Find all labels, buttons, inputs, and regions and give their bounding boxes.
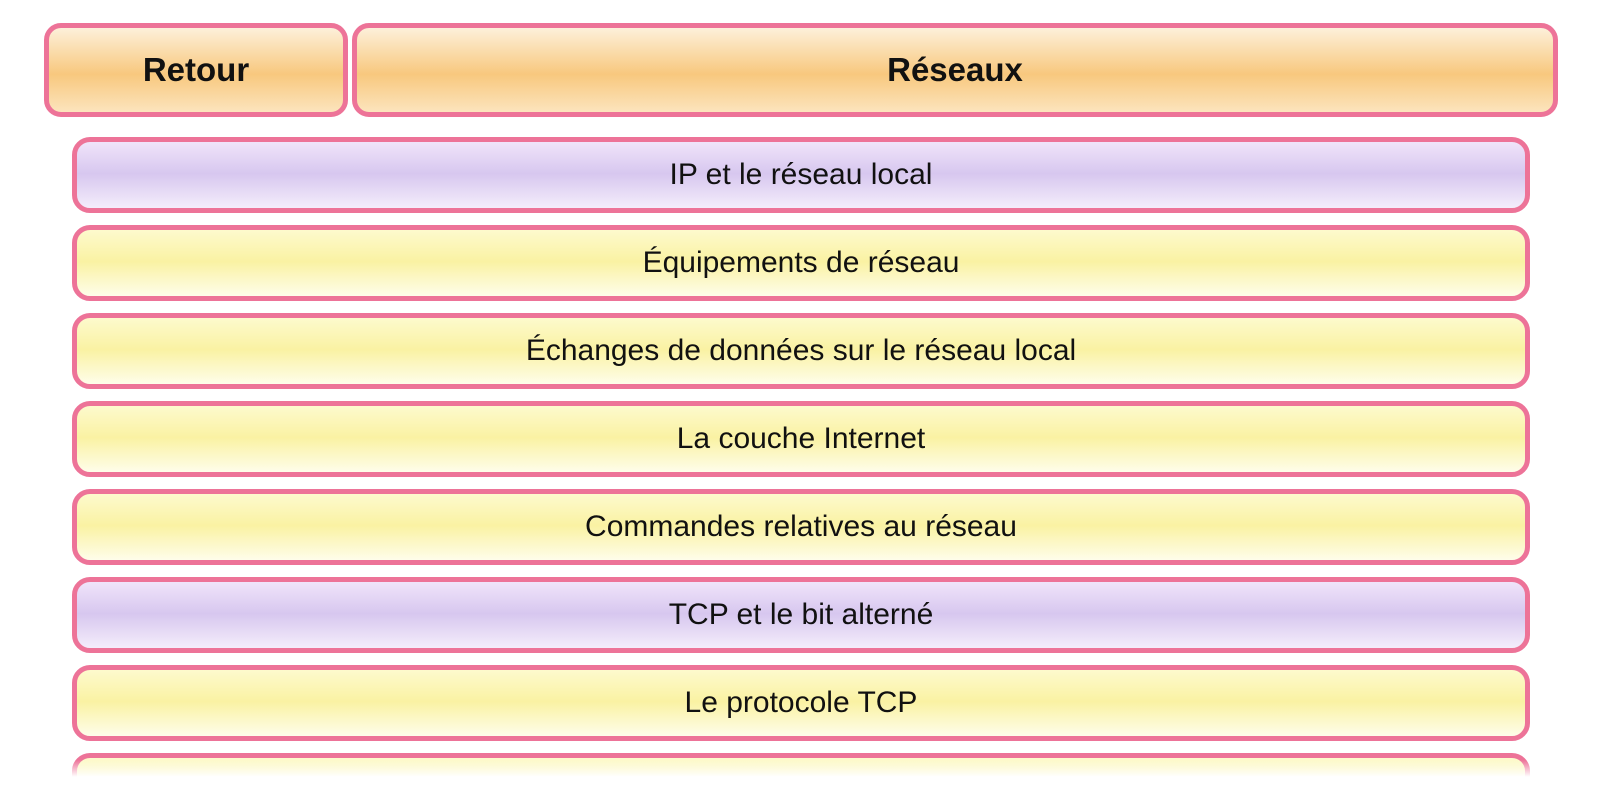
menu-item-8[interactable] [72, 753, 1530, 800]
menu-item-label: IP et le réseau local [669, 158, 933, 191]
menu-item-label: La couche Internet [676, 422, 926, 455]
back-button[interactable]: Retour [44, 23, 348, 117]
menu-item-6[interactable]: TCP et le bit alterné [72, 577, 1530, 653]
menu-item-label: TCP et le bit alterné [668, 598, 934, 631]
menu-item-4[interactable]: La couche Internet [72, 401, 1530, 477]
page-title: Réseaux [352, 23, 1558, 117]
menu-item-label: Échanges de données sur le réseau local [525, 334, 1077, 367]
menu-item-1[interactable]: IP et le réseau local [72, 137, 1530, 213]
menu-item-label: Équipements de réseau [642, 246, 960, 279]
menu-list: IP et le réseau local Équipements de rés… [72, 137, 1530, 800]
menu-item-label: Le protocole TCP [684, 686, 918, 719]
menu-item-2[interactable]: Équipements de réseau [72, 225, 1530, 301]
menu-item-label: Commandes relatives au réseau [585, 510, 1017, 543]
menu-item-7[interactable]: Le protocole TCP [72, 665, 1530, 741]
menu-item-5[interactable]: Commandes relatives au réseau [72, 489, 1530, 565]
menu-item-3[interactable]: Échanges de données sur le réseau local [72, 313, 1530, 389]
